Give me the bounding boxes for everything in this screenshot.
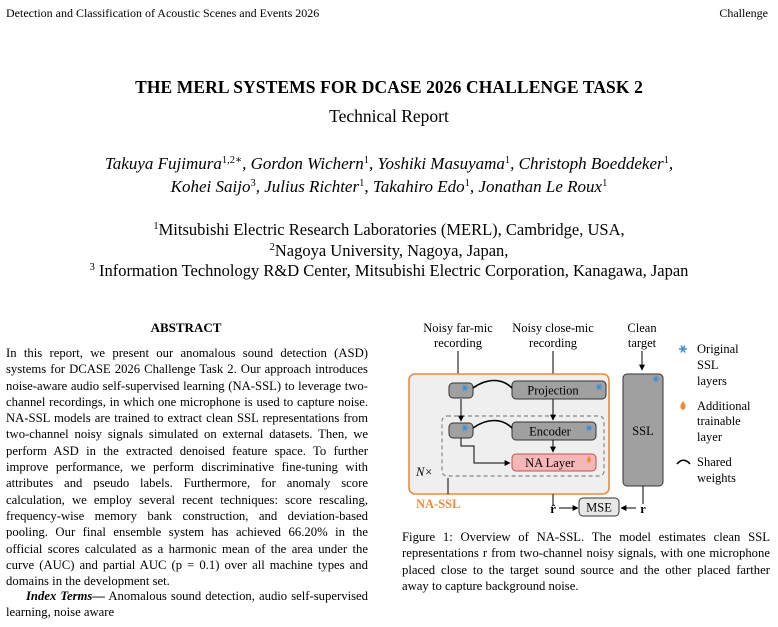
snowflake-icon bbox=[679, 345, 687, 353]
author-affiliation-mark: 1 bbox=[464, 178, 470, 189]
far-mic-label-2: recording bbox=[434, 336, 483, 350]
author-affiliation-mark: 3 bbox=[250, 178, 256, 189]
shared-weights-icon bbox=[676, 459, 691, 465]
ssl-label: SSL bbox=[632, 424, 654, 438]
abstract-body: In this report, we present our anomalous… bbox=[6, 346, 368, 589]
legend-snowflake-1: Original bbox=[697, 342, 739, 356]
mse-box bbox=[578, 497, 620, 517]
author-affiliation-mark: 1 bbox=[663, 155, 669, 166]
far-encoder-box bbox=[448, 422, 474, 439]
author-name: Christoph Boeddeker bbox=[518, 154, 664, 173]
shared-weights-arc-1 bbox=[472, 379, 513, 389]
author-name: Jonathan Le Roux bbox=[478, 177, 603, 196]
author-separator: , bbox=[364, 177, 373, 196]
legend-shared-1: Shared bbox=[697, 455, 732, 469]
author-name: Takuya Fujimura bbox=[104, 154, 222, 173]
legend-flame-3: layer bbox=[697, 430, 723, 444]
projection-label: Projection bbox=[527, 384, 579, 398]
legend-snowflake-2: SSL bbox=[697, 358, 719, 372]
shared-weights-arc-2 bbox=[472, 419, 513, 429]
author-affiliation-mark: 1 bbox=[602, 178, 608, 189]
legend: Original SSL layers Additional trainable… bbox=[676, 342, 751, 485]
far-mic-label: Noisy far-mic bbox=[423, 321, 493, 335]
author-name: Takahiro Edo bbox=[372, 177, 465, 196]
legend-snowflake-3: layers bbox=[697, 374, 727, 388]
author-separator: , bbox=[510, 154, 519, 173]
rhat-symbol: r̂ bbox=[550, 502, 556, 516]
affiliation-3: 3 Information Technology R&D Center, Mit… bbox=[89, 261, 689, 280]
r-symbol: r bbox=[640, 502, 646, 516]
author-affiliation-mark: 1 bbox=[359, 178, 365, 189]
legend-shared-2: weights bbox=[697, 471, 736, 485]
repeated-block bbox=[441, 415, 605, 477]
author-affiliation-mark: 1 bbox=[504, 155, 511, 166]
figure-caption: Figure 1: Overview of NA-SSL. The model … bbox=[402, 530, 770, 593]
clean-target-label-2: target bbox=[628, 336, 657, 350]
projection-box bbox=[511, 380, 607, 400]
figure-nassl-diagram: Noisy far-mic recording Noisy close-mic … bbox=[408, 321, 751, 517]
affiliation-1: 1Mitsubishi Electric Research Laboratori… bbox=[153, 220, 625, 239]
repeat-count-label: N× bbox=[415, 465, 433, 479]
author-separator: , bbox=[469, 177, 479, 196]
flame-icon bbox=[680, 401, 686, 410]
index-terms: Index Terms— Anomalous sound detection, … bbox=[6, 588, 368, 621]
legend-flame-2: trainable bbox=[697, 414, 741, 428]
far-projection-box bbox=[448, 382, 474, 399]
na-layer-box bbox=[511, 453, 597, 472]
author-name: Gordon Wichern bbox=[250, 154, 364, 173]
paper-title: THE MERL SYSTEMS FOR DCASE 2026 CHALLENG… bbox=[135, 77, 643, 97]
clean-target-label: Clean bbox=[627, 321, 657, 335]
running-header-left: Detection and Classification of Acoustic… bbox=[6, 6, 320, 20]
legend-flame-1: Additional bbox=[697, 399, 751, 413]
author-name: Yoshiki Masuyama bbox=[377, 154, 505, 173]
na-layer-label: NA Layer bbox=[525, 456, 575, 470]
encoder-box bbox=[511, 421, 597, 441]
nassl-label: NA-SSL bbox=[416, 497, 460, 511]
index-terms-label: Index Terms— bbox=[26, 589, 106, 603]
author-separator: , bbox=[369, 154, 378, 173]
encoder-label: Encoder bbox=[529, 425, 571, 439]
flame-icon bbox=[587, 456, 591, 463]
author-separator: , bbox=[242, 154, 251, 173]
author-affiliation-mark: 1,2∗ bbox=[221, 155, 243, 166]
mse-label: MSE bbox=[586, 501, 612, 515]
close-mic-label: Noisy close-mic bbox=[512, 321, 594, 335]
affiliation-2: 2Nagoya University, Nagoya, Japan, bbox=[269, 241, 509, 260]
abstract-heading: ABSTRACT bbox=[150, 320, 222, 335]
author-separator: , bbox=[668, 154, 674, 173]
author-name: Julius Richter bbox=[264, 177, 360, 196]
author-name: Kohei Saijo bbox=[170, 177, 251, 196]
author-line-1: Takuya Fujimura1,2∗, Gordon Wichern1, Yo… bbox=[0, 154, 778, 174]
paper-subtitle: Technical Report bbox=[329, 106, 449, 126]
author-separator: , bbox=[255, 177, 265, 196]
index-terms-text: Anomalous sound detection, audio self-su… bbox=[6, 589, 369, 620]
author-line-2: Kohei Saijo3, Julius Richter1, Takahiro … bbox=[0, 177, 778, 197]
close-mic-label-2: recording bbox=[529, 336, 578, 350]
author-affiliation-mark: 1 bbox=[363, 155, 370, 166]
running-header-right: Challenge bbox=[719, 6, 768, 20]
